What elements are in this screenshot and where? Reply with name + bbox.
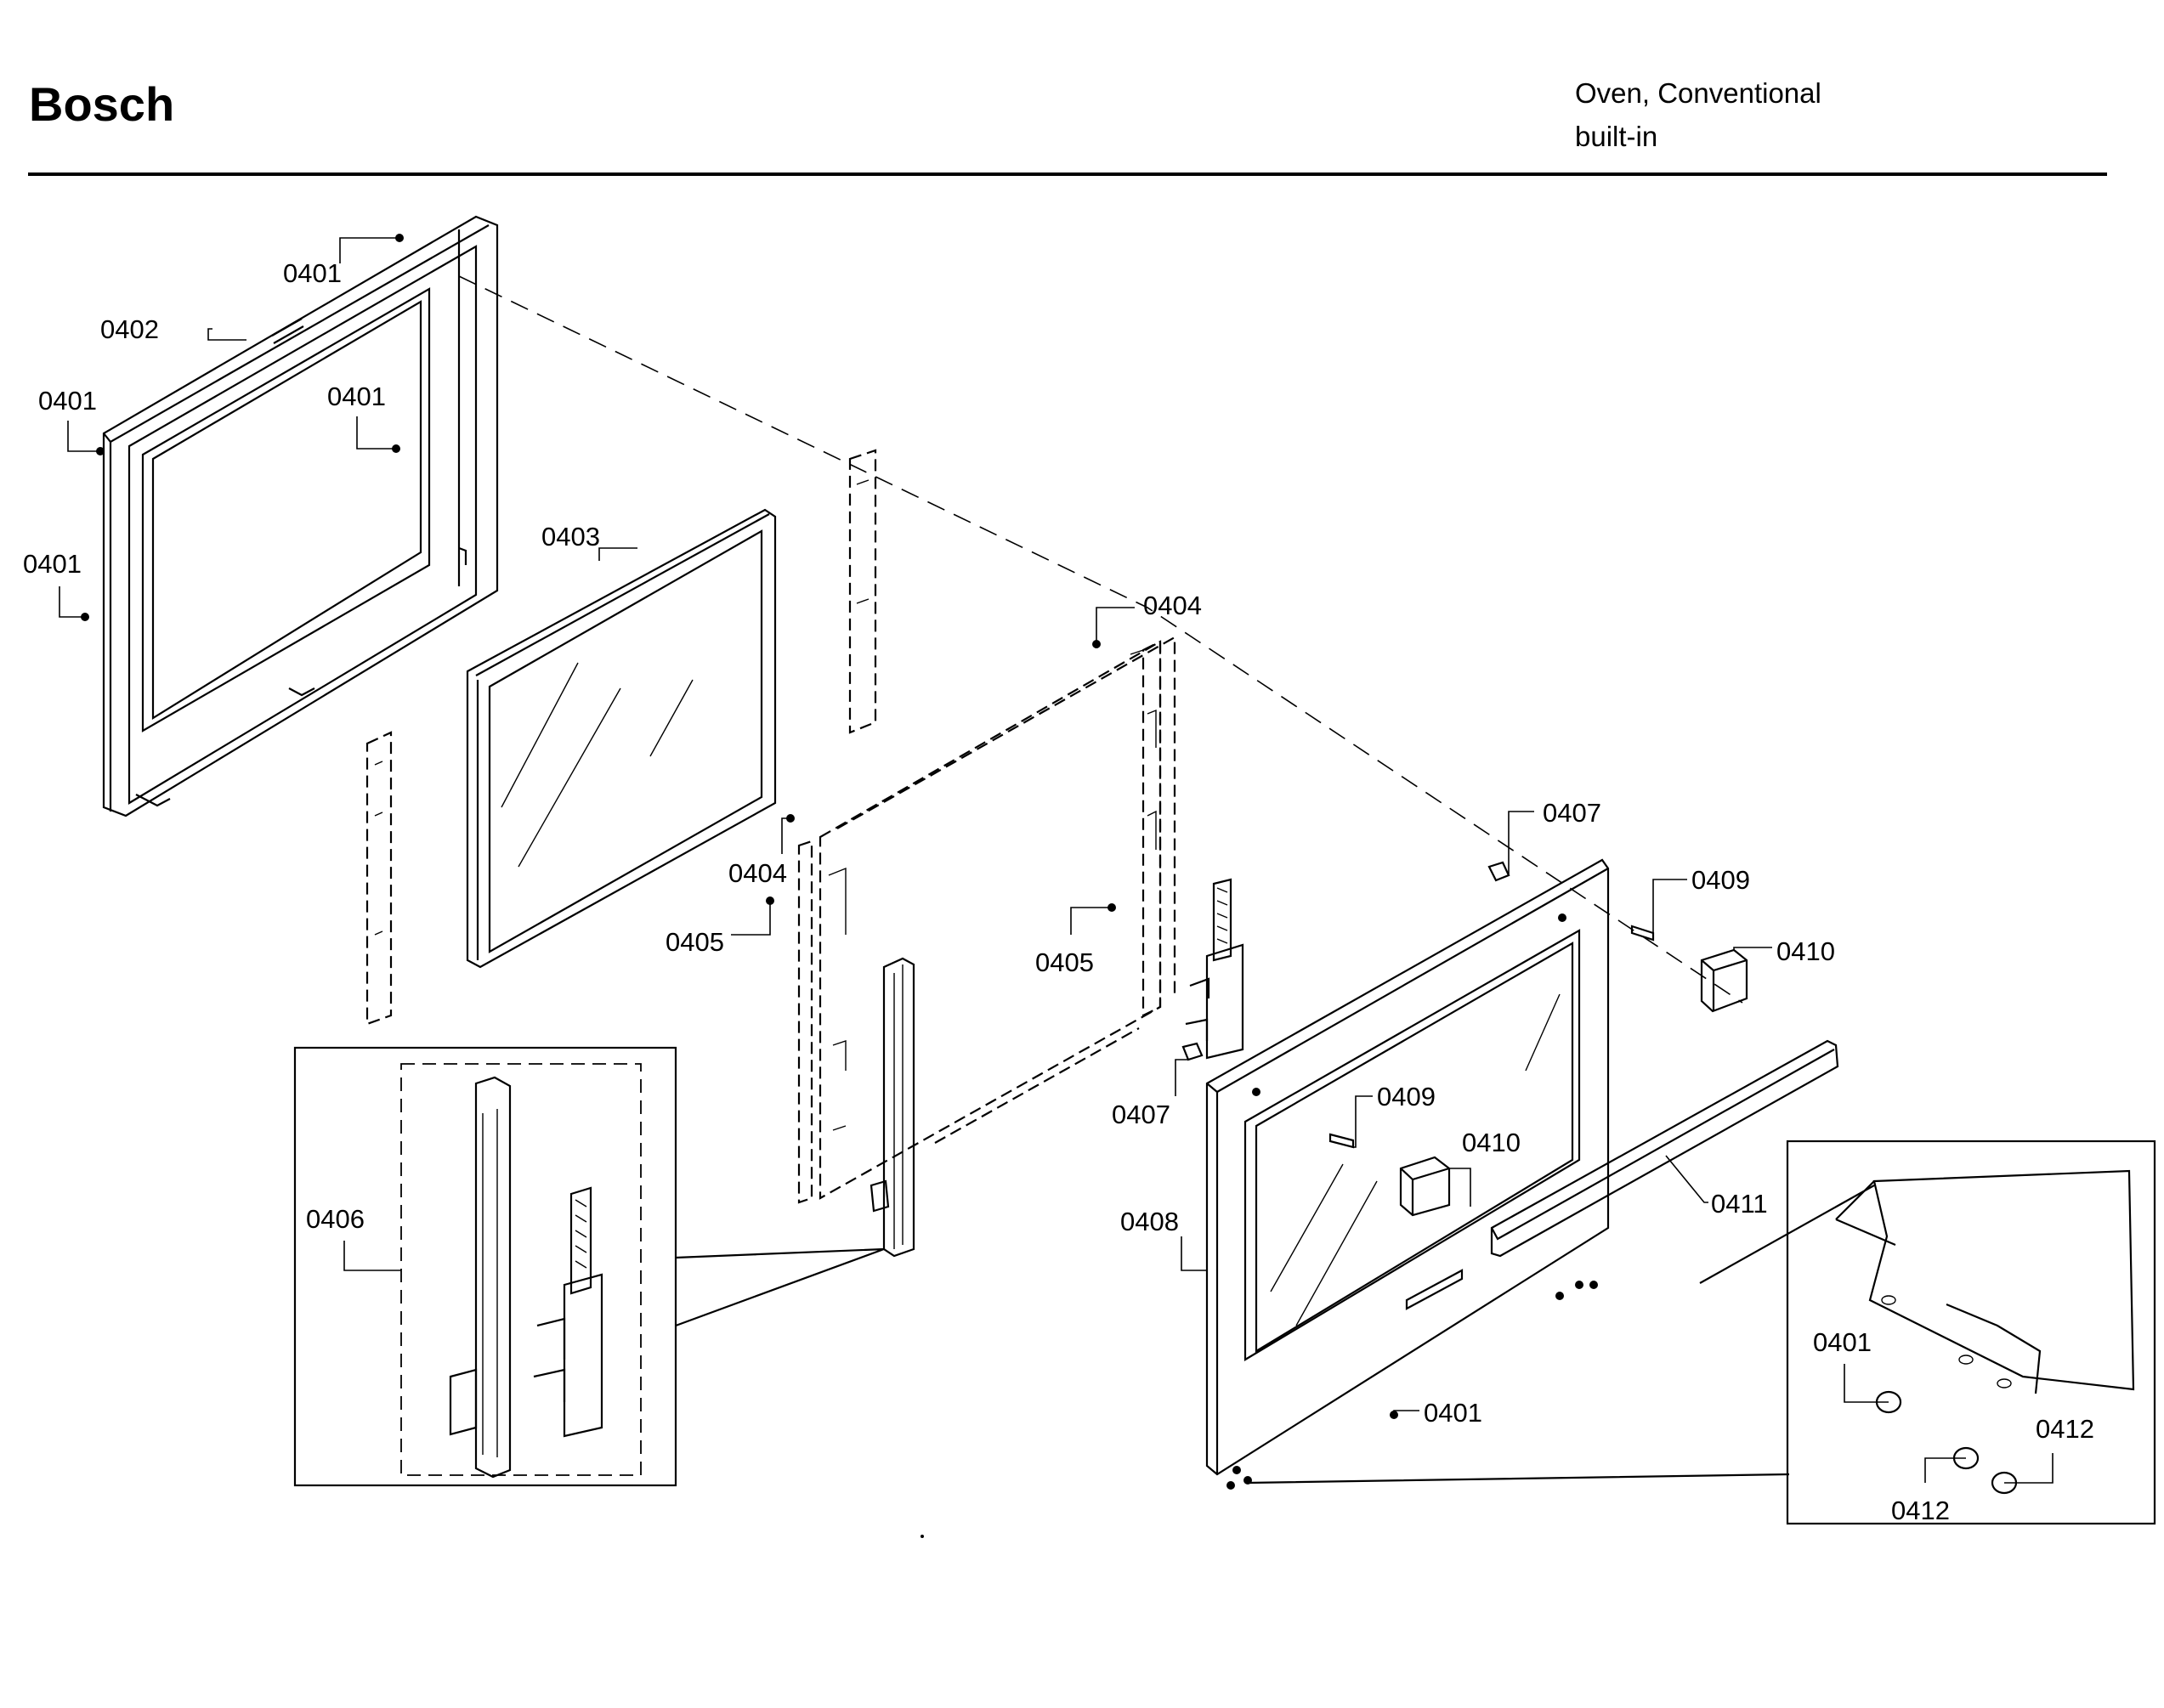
screw-points	[81, 234, 1598, 1490]
callout-0401-top: 0401	[283, 258, 342, 288]
callout-0403: 0403	[541, 522, 600, 551]
brand-name: Bosch	[29, 77, 175, 131]
handle-bracket-upper	[1700, 948, 1748, 1013]
fastener-detail-inset	[1247, 1140, 2156, 1525]
callout-0409-lower: 0409	[1377, 1082, 1436, 1111]
model-line-1: Oven, Conventional	[1575, 77, 1821, 109]
callout-0409-upper: 0409	[1691, 865, 1750, 895]
stray-dot	[921, 1535, 924, 1538]
pin-upper	[1630, 925, 1655, 942]
callout-labels: 0401 0402 0401 0401 0401 0403 0404 0404 …	[23, 258, 2094, 1525]
callout-0406: 0406	[306, 1204, 365, 1234]
handle-bracket-lower	[1399, 1156, 1451, 1217]
callout-0405-left: 0405	[666, 927, 724, 957]
model-line-2: built-in	[1575, 121, 1658, 152]
nut-lower	[1181, 1042, 1204, 1061]
glass-pane	[466, 508, 777, 969]
callout-0402: 0402	[100, 314, 159, 344]
assembly-axis-line	[458, 275, 1743, 1004]
callout-0401-bottom: 0401	[1424, 1398, 1482, 1428]
callout-0401-inset: 0401	[1813, 1327, 1872, 1357]
right-hinge	[1185, 878, 1244, 1060]
callout-0412-lower: 0412	[1891, 1496, 1950, 1525]
hinge-detail-inset	[293, 1046, 885, 1487]
inner-door-frame	[102, 215, 499, 817]
leader-lines	[59, 237, 2054, 1484]
model-description: Oven, Conventional built-in	[1575, 71, 1821, 158]
nut-upper	[1487, 861, 1510, 882]
callout-0401-left-upper: 0401	[38, 386, 97, 416]
outer-door-panel	[1205, 858, 1610, 1476]
callout-0404-upper: 0404	[1143, 591, 1202, 620]
callout-0401-inner: 0401	[327, 382, 386, 411]
door-spacer-frame	[797, 636, 1176, 1204]
upper-seal-strip	[848, 449, 877, 734]
header-rule	[28, 172, 2107, 176]
callout-0407-upper: 0407	[1543, 798, 1601, 828]
callout-0401-left-lower: 0401	[23, 549, 82, 579]
left-seal-strip	[365, 731, 393, 1026]
callout-0404-lower: 0404	[728, 858, 787, 888]
door-handle	[1490, 1039, 1839, 1258]
left-hinge	[870, 957, 915, 1258]
callout-0405-right: 0405	[1035, 947, 1094, 977]
callout-0407-lower: 0407	[1112, 1100, 1170, 1129]
callout-0408: 0408	[1120, 1207, 1179, 1236]
callout-0410-upper: 0410	[1776, 936, 1835, 966]
callout-0411: 0411	[1711, 1189, 1768, 1219]
pin-lower	[1328, 1133, 1355, 1149]
callout-0412-right: 0412	[2036, 1414, 2094, 1444]
callout-0410-lower: 0410	[1462, 1128, 1521, 1157]
